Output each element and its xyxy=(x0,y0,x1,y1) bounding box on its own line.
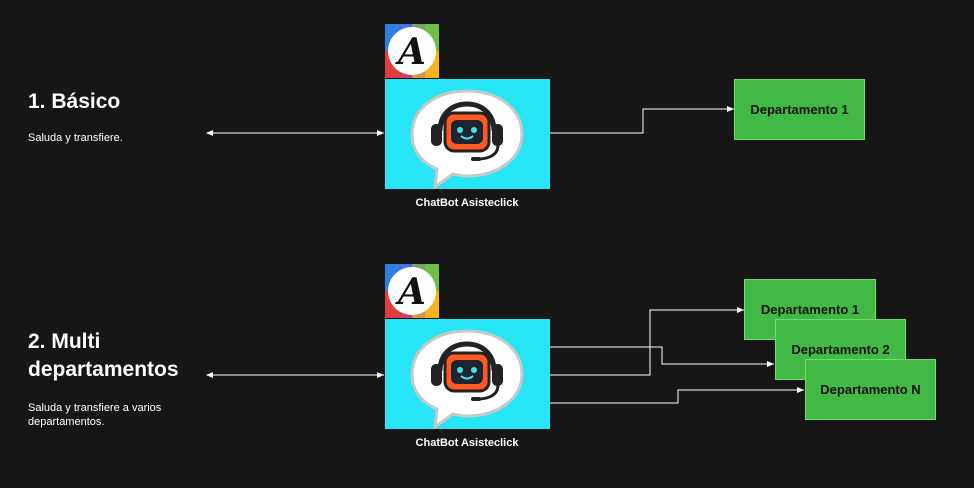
connector-to-multi-dept-1 xyxy=(550,307,744,376)
chatbot-label-1: ChatBot Asisteclick xyxy=(415,197,519,209)
asisteclick-logo-icon: A xyxy=(385,264,439,318)
department-box-multi-n: Departamento N xyxy=(805,359,936,420)
connector-to-multi-dept-2 xyxy=(550,346,774,367)
chatbot-card-1 xyxy=(385,79,550,191)
chatbot-robot-icon xyxy=(410,329,524,431)
section-1-description: Saluda y transfiere. xyxy=(28,132,123,144)
chatbot-robot-icon xyxy=(410,89,524,191)
connector-to-multi-dept-n xyxy=(550,387,804,404)
department-label: Departamento N xyxy=(820,382,921,397)
department-label: Departamento 1 xyxy=(750,102,849,117)
section-2-title-line-1: 2. Multi xyxy=(28,330,101,353)
section-2-title-line-2: departamentos xyxy=(28,358,179,381)
asisteclick-logo-icon: A xyxy=(385,24,439,78)
chatbot-label-2: ChatBot Asisteclick xyxy=(415,437,519,449)
chatbot-card-2 xyxy=(385,319,550,431)
connector-to-dept-1 xyxy=(550,106,734,134)
svg-text:A: A xyxy=(395,271,426,313)
department-label: Departamento 1 xyxy=(760,302,860,317)
svg-text:A: A xyxy=(395,31,426,73)
section-1-title: 1. Básico xyxy=(28,90,121,113)
section-2-description-line-1: Saluda y transfiere a varios xyxy=(28,402,162,414)
department-box-1: Departamento 1 xyxy=(734,79,865,140)
department-label: Departamento 2 xyxy=(791,342,890,357)
section-2-description-line-2: departamentos. xyxy=(28,416,105,428)
